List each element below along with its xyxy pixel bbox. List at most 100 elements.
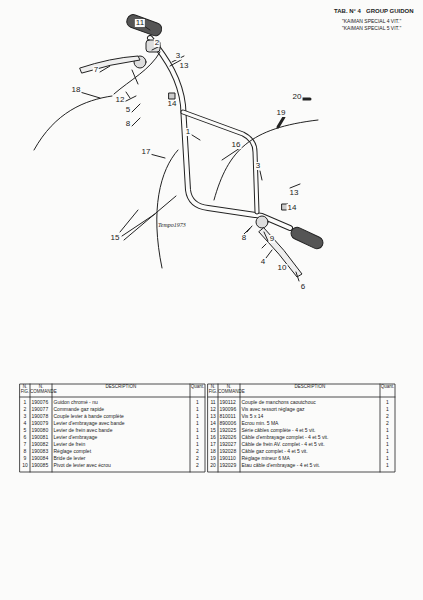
table-cell: Pivot de levier avec écrou: [54, 463, 111, 468]
table-header: DESCRIPTION: [240, 385, 380, 390]
table-cell: Réglage mineur 6 MA: [242, 456, 290, 461]
table-cell: Guidon chromé - nu: [54, 400, 98, 405]
table-cell: 190078: [32, 414, 49, 419]
table-cell: 190082: [32, 442, 49, 447]
table-cell: Série câbles complète - 4 et 5 vit.: [242, 428, 316, 433]
table-cell: 190080: [32, 428, 49, 433]
table-cell: 2: [190, 456, 205, 461]
table-cell: 190085: [32, 463, 49, 468]
table-cell: 6: [20, 435, 30, 440]
table-cell: 2: [380, 414, 395, 419]
table-cell: 2: [20, 407, 30, 412]
table-cell: Levier de frein avec bande: [54, 428, 113, 433]
table-cell: 190110: [220, 456, 236, 461]
table-cell: Câble de frein AV. complet - 4 et 5 vit.: [242, 442, 325, 447]
table-cell: 190112: [220, 400, 236, 405]
callout-number: 5: [125, 106, 131, 114]
table-cell: 190079: [32, 421, 49, 426]
table-cell: 192029: [220, 463, 237, 468]
callout-number: 8: [241, 234, 247, 242]
page-heading: "KAIMAN SPECIAL 4 VIT.": [342, 19, 401, 24]
table-cell: 1: [190, 400, 205, 405]
table-cell: 1: [380, 400, 395, 405]
table-cell: Commande gaz rapide: [54, 407, 105, 412]
table-cell: Câble gaz complet - 4 et 5 vit.: [242, 449, 308, 454]
callout-number: 14: [287, 204, 298, 212]
table-cell: 2: [380, 421, 395, 426]
table-cell: 13: [208, 414, 218, 419]
callout-number: 15: [110, 234, 121, 242]
callout-number: 9: [269, 235, 275, 243]
table-cell: Câble d'embrayage complet - 4 et 5 vit.: [242, 435, 329, 440]
table-cell: Couple de manchons caoutchouc: [242, 400, 316, 405]
table-cell: 17: [208, 442, 218, 447]
table-cell: 1: [380, 428, 395, 433]
table-cell: 192027: [220, 442, 237, 447]
table-cell: 20: [208, 463, 218, 468]
table-header: N. FIG.: [20, 385, 30, 395]
table-cell: 2: [190, 449, 205, 454]
table-cell: 8: [20, 449, 30, 454]
table-header: N. COMMANDE: [30, 385, 52, 395]
table-cell: 1: [20, 400, 30, 405]
table-cell: 1: [190, 435, 205, 440]
table-cell: 16: [208, 435, 218, 440]
table-cell: 1: [190, 421, 205, 426]
table-cell: 12: [208, 407, 218, 412]
callout-number: 17: [141, 148, 152, 156]
table-cell: 192028: [220, 449, 237, 454]
table-cell: 7: [20, 442, 30, 447]
table-cell: 190077: [32, 407, 49, 412]
table-cell: 1: [190, 442, 205, 447]
table-cell: 192025: [220, 428, 237, 433]
table-cell: 1: [380, 442, 395, 447]
table-cell: 2: [190, 463, 205, 468]
callout-number: 11: [135, 19, 145, 27]
page-heading: TAB. N° 4: [334, 8, 361, 14]
table-cell: 18: [208, 449, 218, 454]
table-cell: Bride de levier: [54, 456, 86, 461]
table-cell: 810011: [220, 414, 236, 419]
callout-number: 20: [292, 93, 303, 101]
callout-number: 4: [260, 258, 266, 266]
table-cell: Réglage complet: [54, 449, 92, 454]
callout-number: 6: [300, 283, 306, 291]
table-cell: 4: [20, 421, 30, 426]
callout-number: 10: [277, 264, 288, 272]
table-cell: 190084: [32, 456, 49, 461]
table-cell: Ecrou min. 5 MA: [242, 421, 279, 426]
table-cell: Etau câble d'embrayage - 4 et 5 vit.: [242, 463, 321, 468]
table-cell: 890006: [220, 421, 237, 426]
table-cell: 3: [20, 414, 30, 419]
table-cell: 14: [208, 421, 218, 426]
table-cell: Vis 5 x 14: [242, 414, 264, 419]
table-cell: Levier d'embrayage: [54, 435, 98, 440]
callout-number: 19: [276, 109, 287, 117]
table-cell: 190081: [32, 435, 49, 440]
table-header: Quant.: [190, 385, 205, 390]
signature: Tempo1973: [158, 222, 186, 228]
table-cell: 11: [208, 400, 218, 405]
table-cell: 19: [208, 456, 218, 461]
table-cell: 1: [190, 428, 205, 433]
table-cell: Levier de frein: [54, 442, 86, 447]
table-cell: 1: [380, 449, 395, 454]
callout-number: 3: [175, 52, 181, 60]
table-cell: 10: [20, 463, 30, 468]
table-cell: 1: [380, 435, 395, 440]
callout-number: 7: [93, 66, 99, 74]
table-cell: 5: [20, 428, 30, 433]
callout-number: 16: [231, 141, 242, 149]
callout-number: 13: [179, 62, 190, 70]
table-cell: 190096: [220, 407, 237, 412]
table-cell: 1: [190, 414, 205, 419]
callout-number: 2: [154, 39, 160, 47]
table-cell: Couple levier à bande complète: [54, 414, 124, 419]
table-cell: 1: [380, 456, 395, 461]
page-heading: "KAIMAN SPECIAL 5 VIT.": [342, 26, 401, 31]
callout-number: 1: [185, 128, 191, 136]
table-header: N. FIG.: [208, 385, 218, 395]
callout-number: 14: [167, 100, 178, 108]
table-cell: 15: [208, 428, 218, 433]
